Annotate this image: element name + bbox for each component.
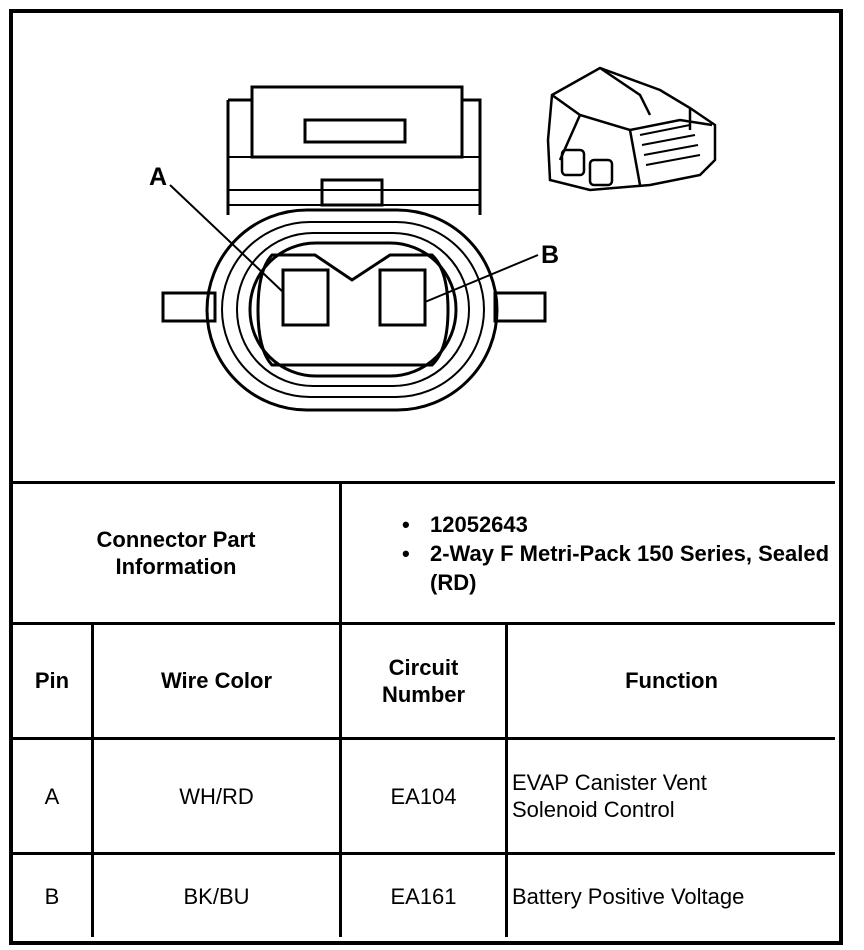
pin-label-a: A bbox=[149, 163, 167, 191]
row-b-pin: B bbox=[44, 883, 60, 909]
row-b-circuit-number: EA161 bbox=[390, 883, 457, 909]
row-a-function-cell: EVAP Canister Vent Solenoid Control bbox=[512, 740, 812, 852]
outer-seal bbox=[205, 208, 499, 412]
latch-housing bbox=[250, 85, 464, 159]
latch-window bbox=[303, 118, 407, 144]
divider-info bbox=[13, 622, 835, 625]
connector-3d-icon bbox=[546, 66, 717, 192]
divider-row bbox=[13, 852, 835, 855]
header-function: Function bbox=[625, 668, 718, 693]
row-b-wire-color: BK/BU bbox=[183, 883, 250, 909]
pin-label-b: B bbox=[541, 241, 559, 269]
header-circuit-number: Circuit Number bbox=[381, 654, 466, 707]
header-circuit-number-cell: Circuit Number bbox=[342, 624, 505, 737]
terminal-a bbox=[281, 268, 330, 327]
divider-col-1 bbox=[91, 624, 94, 937]
connector-info-heading: Connector Part Information bbox=[96, 527, 256, 579]
terminal-b bbox=[378, 268, 427, 327]
connector-info-list-cell: 12052643 2-Way F Metri-Pack 150 Series, … bbox=[402, 484, 832, 622]
divider-col-2 bbox=[339, 624, 342, 937]
connector-info-heading-cell: Connector Part Information bbox=[13, 484, 339, 622]
divider-info-vertical bbox=[339, 483, 342, 624]
connector-description: 2-Way F Metri-Pack 150 Series, Sealed (R… bbox=[402, 539, 832, 597]
header-wire-color: Wire Color bbox=[160, 668, 273, 693]
connector-diagram: A B bbox=[149, 66, 717, 412]
row-b-function: Battery Positive Voltage bbox=[512, 883, 745, 909]
connector-part-number: 12052643 bbox=[402, 510, 832, 539]
right-tab bbox=[493, 291, 547, 323]
row-a-pin: A bbox=[44, 783, 60, 809]
row-a-wire-color: WH/RD bbox=[179, 783, 254, 809]
header-pin: Pin bbox=[34, 668, 70, 693]
row-a-circuit-number: EA104 bbox=[390, 783, 457, 809]
left-tab bbox=[161, 291, 217, 323]
divider-header bbox=[13, 737, 835, 740]
divider-diagram bbox=[13, 481, 835, 484]
document-frame bbox=[9, 9, 843, 945]
row-a-function: EVAP Canister Vent Solenoid Control bbox=[512, 770, 707, 822]
divider-col-3 bbox=[505, 624, 508, 937]
connector-info-list: 12052643 2-Way F Metri-Pack 150 Series, … bbox=[402, 510, 832, 597]
